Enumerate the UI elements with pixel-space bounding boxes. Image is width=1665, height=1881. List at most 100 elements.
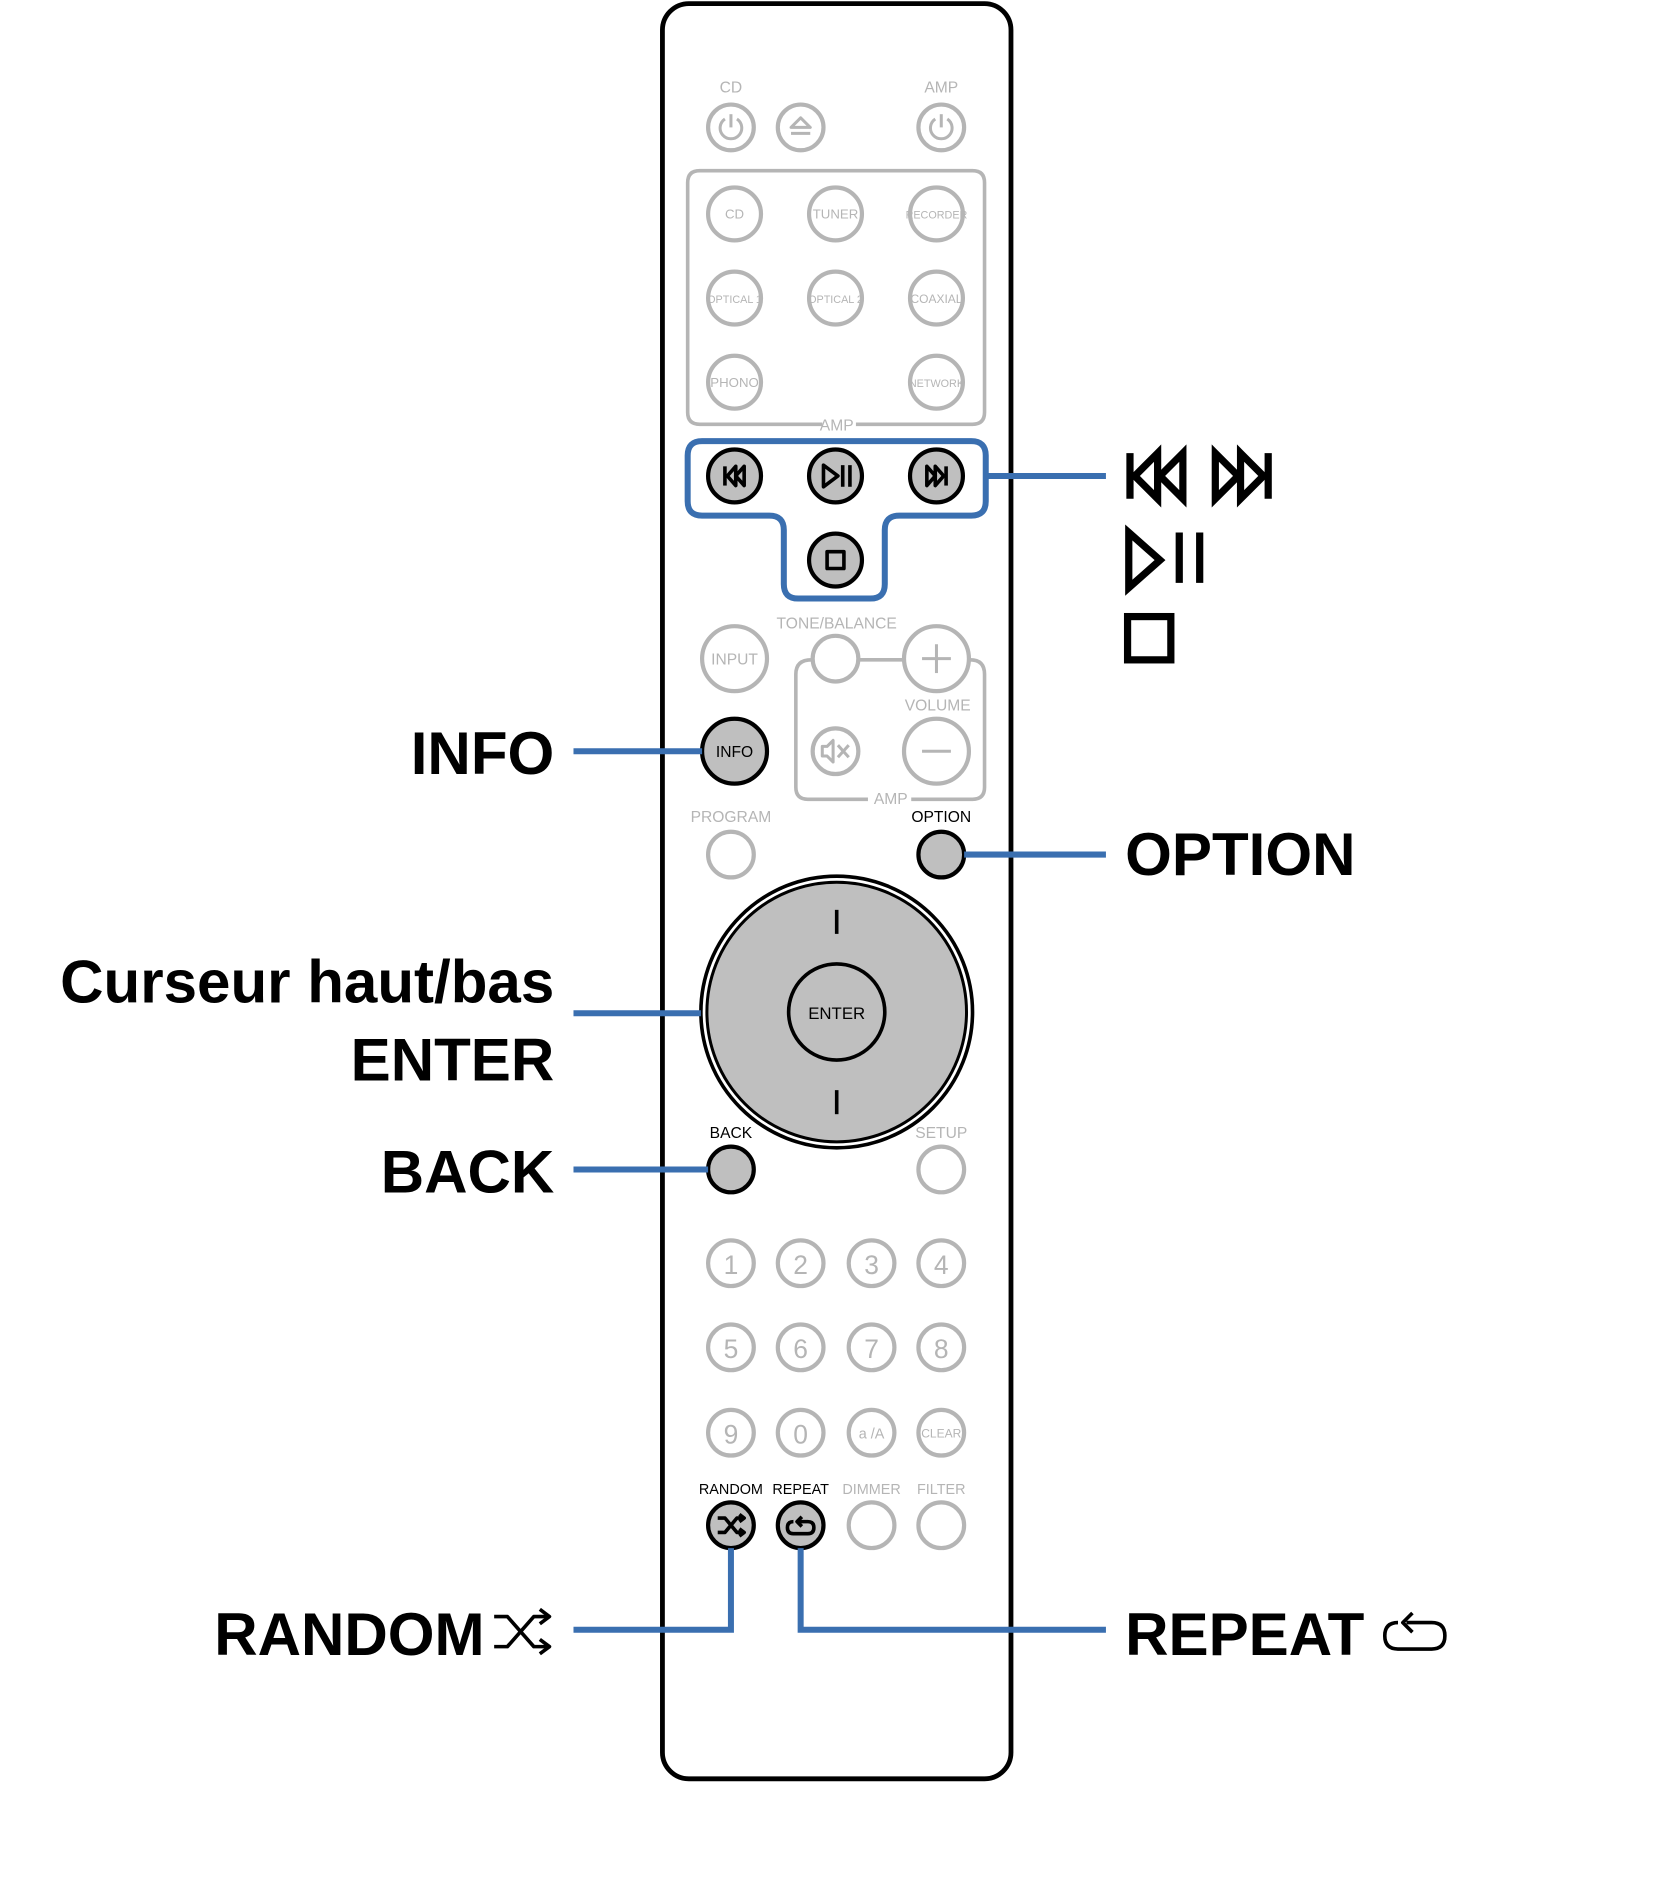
skip-back-icon	[723, 464, 746, 488]
case-toggle-label: a /A	[859, 1427, 885, 1443]
option-label: OPTION	[911, 809, 971, 826]
source-coaxial-label: COAXIAL	[910, 292, 962, 306]
repeat-button[interactable]	[775, 1500, 826, 1551]
repeat-icon	[785, 1515, 816, 1536]
repeat-callout-line	[797, 1548, 1106, 1633]
source-phono-button[interactable]: PHONO	[705, 353, 764, 411]
num-0-button[interactable]: 0	[775, 1407, 826, 1458]
amp-power-button[interactable]	[916, 102, 967, 153]
info-button-label: INFO	[716, 744, 753, 761]
legend-skip-back-icon	[1126, 444, 1187, 508]
legend-play-pause-icon	[1125, 524, 1204, 596]
num-6-label: 6	[793, 1334, 808, 1364]
legend-stop-icon	[1123, 612, 1175, 664]
num-5-label: 5	[724, 1334, 739, 1364]
back-button[interactable]	[705, 1144, 756, 1195]
num-2-label: 2	[793, 1250, 808, 1280]
cursor-callout-label: Curseur haut/bas	[60, 948, 554, 1015]
power-icon	[928, 114, 954, 141]
case-toggle-button[interactable]: a /A	[846, 1407, 897, 1458]
num-3-label: 3	[864, 1250, 879, 1280]
program-label: PROGRAM	[691, 809, 772, 826]
setup-button[interactable]	[916, 1144, 967, 1195]
stop-icon	[825, 549, 846, 571]
num-1-label: 1	[724, 1250, 739, 1280]
volume-group-frame	[794, 658, 987, 802]
random-button[interactable]	[705, 1500, 756, 1551]
source-recorder-button[interactable]: RECORDER	[906, 185, 968, 243]
num-5-button[interactable]: 5	[705, 1322, 756, 1373]
num-4-button[interactable]: 4	[916, 1238, 967, 1289]
back-callout-label: BACK	[381, 1138, 555, 1205]
repeat-button-label: REPEAT	[772, 1482, 829, 1498]
num-6-button[interactable]: 6	[775, 1322, 826, 1373]
eject-button[interactable]	[775, 102, 826, 153]
shuffle-icon	[717, 1512, 746, 1538]
skip-forward-button[interactable]	[907, 447, 966, 505]
random-callout-label: RANDOM	[214, 1601, 484, 1668]
source-cd-label: CD	[725, 207, 744, 222]
num-3-button[interactable]: 3	[846, 1238, 897, 1289]
setup-label: SETUP	[915, 1125, 967, 1142]
play-pause-button[interactable]	[806, 447, 865, 505]
clear-label: CLEAR	[921, 1426, 961, 1440]
num-7-label: 7	[864, 1334, 879, 1364]
filter-label: FILTER	[917, 1482, 966, 1498]
num-8-button[interactable]: 8	[916, 1322, 967, 1373]
source-group-frame	[685, 168, 987, 427]
legend-shuffle-icon	[494, 1607, 552, 1656]
num-1-button[interactable]: 1	[705, 1238, 756, 1289]
source-network-button[interactable]: NETWORK	[907, 353, 966, 411]
source-cd-button[interactable]: CD	[705, 185, 764, 243]
random-button-label: RANDOM	[699, 1482, 763, 1498]
mute-button[interactable]	[810, 726, 861, 777]
source-tuner-button[interactable]: TUNER	[806, 185, 865, 243]
enter-callout-label: ENTER	[351, 1027, 555, 1094]
stop-button[interactable]	[806, 531, 865, 589]
input-label: INPUT	[711, 652, 758, 669]
source-optical2-button[interactable]: OPTICAL 2	[806, 269, 865, 327]
mute-icon	[820, 738, 850, 764]
option-callout-label: OPTION	[1125, 821, 1355, 888]
tone-balance-label: TONE/BALANCE	[777, 616, 897, 633]
num-7-button[interactable]: 7	[846, 1322, 897, 1373]
cd-label: CD	[720, 80, 743, 97]
program-button[interactable]	[705, 829, 756, 880]
source-optical1-button[interactable]: OPTICAL 1	[705, 269, 764, 327]
tone-balance-button[interactable]	[810, 633, 861, 684]
source-recorder-label: RECORDER	[906, 210, 968, 222]
info-callout-label: INFO	[411, 720, 555, 787]
random-callout-line	[573, 1548, 734, 1633]
num-8-label: 8	[934, 1334, 949, 1364]
repeat-callout-label: REPEAT	[1125, 1601, 1365, 1668]
legend-skip-forward-icon	[1211, 444, 1272, 508]
num-0-label: 0	[793, 1420, 808, 1450]
transport-highlight	[684, 438, 989, 602]
volume-group-label: AMP	[874, 791, 908, 808]
source-optical1-label: OPTICAL 1	[707, 294, 762, 306]
source-optical2-label: OPTICAL 2	[808, 294, 863, 306]
num-2-button[interactable]: 2	[775, 1238, 826, 1289]
option-button[interactable]	[916, 829, 967, 880]
enter-button[interactable]: ENTER	[786, 962, 887, 1062]
num-9-label: 9	[724, 1420, 739, 1450]
plus-icon	[922, 644, 951, 674]
skip-forward-icon	[925, 464, 948, 488]
clear-button[interactable]: CLEAR	[916, 1407, 967, 1458]
skip-back-button[interactable]	[705, 447, 764, 505]
eject-icon	[789, 116, 812, 135]
filter-button[interactable]	[916, 1500, 967, 1551]
legend-repeat-icon	[1382, 1611, 1447, 1651]
volume-label: VOLUME	[905, 697, 971, 714]
volume-down-button[interactable]	[901, 716, 972, 786]
source-coaxial-button[interactable]: COAXIAL	[907, 269, 966, 327]
num-9-button[interactable]: 9	[705, 1407, 756, 1458]
info-button[interactable]: INFO	[699, 716, 770, 786]
volume-up-button[interactable]	[901, 624, 972, 694]
input-button[interactable]: INPUT	[699, 624, 770, 694]
dimmer-label: DIMMER	[842, 1482, 900, 1498]
dimmer-button[interactable]	[846, 1500, 897, 1551]
cd-power-button[interactable]	[705, 102, 756, 153]
